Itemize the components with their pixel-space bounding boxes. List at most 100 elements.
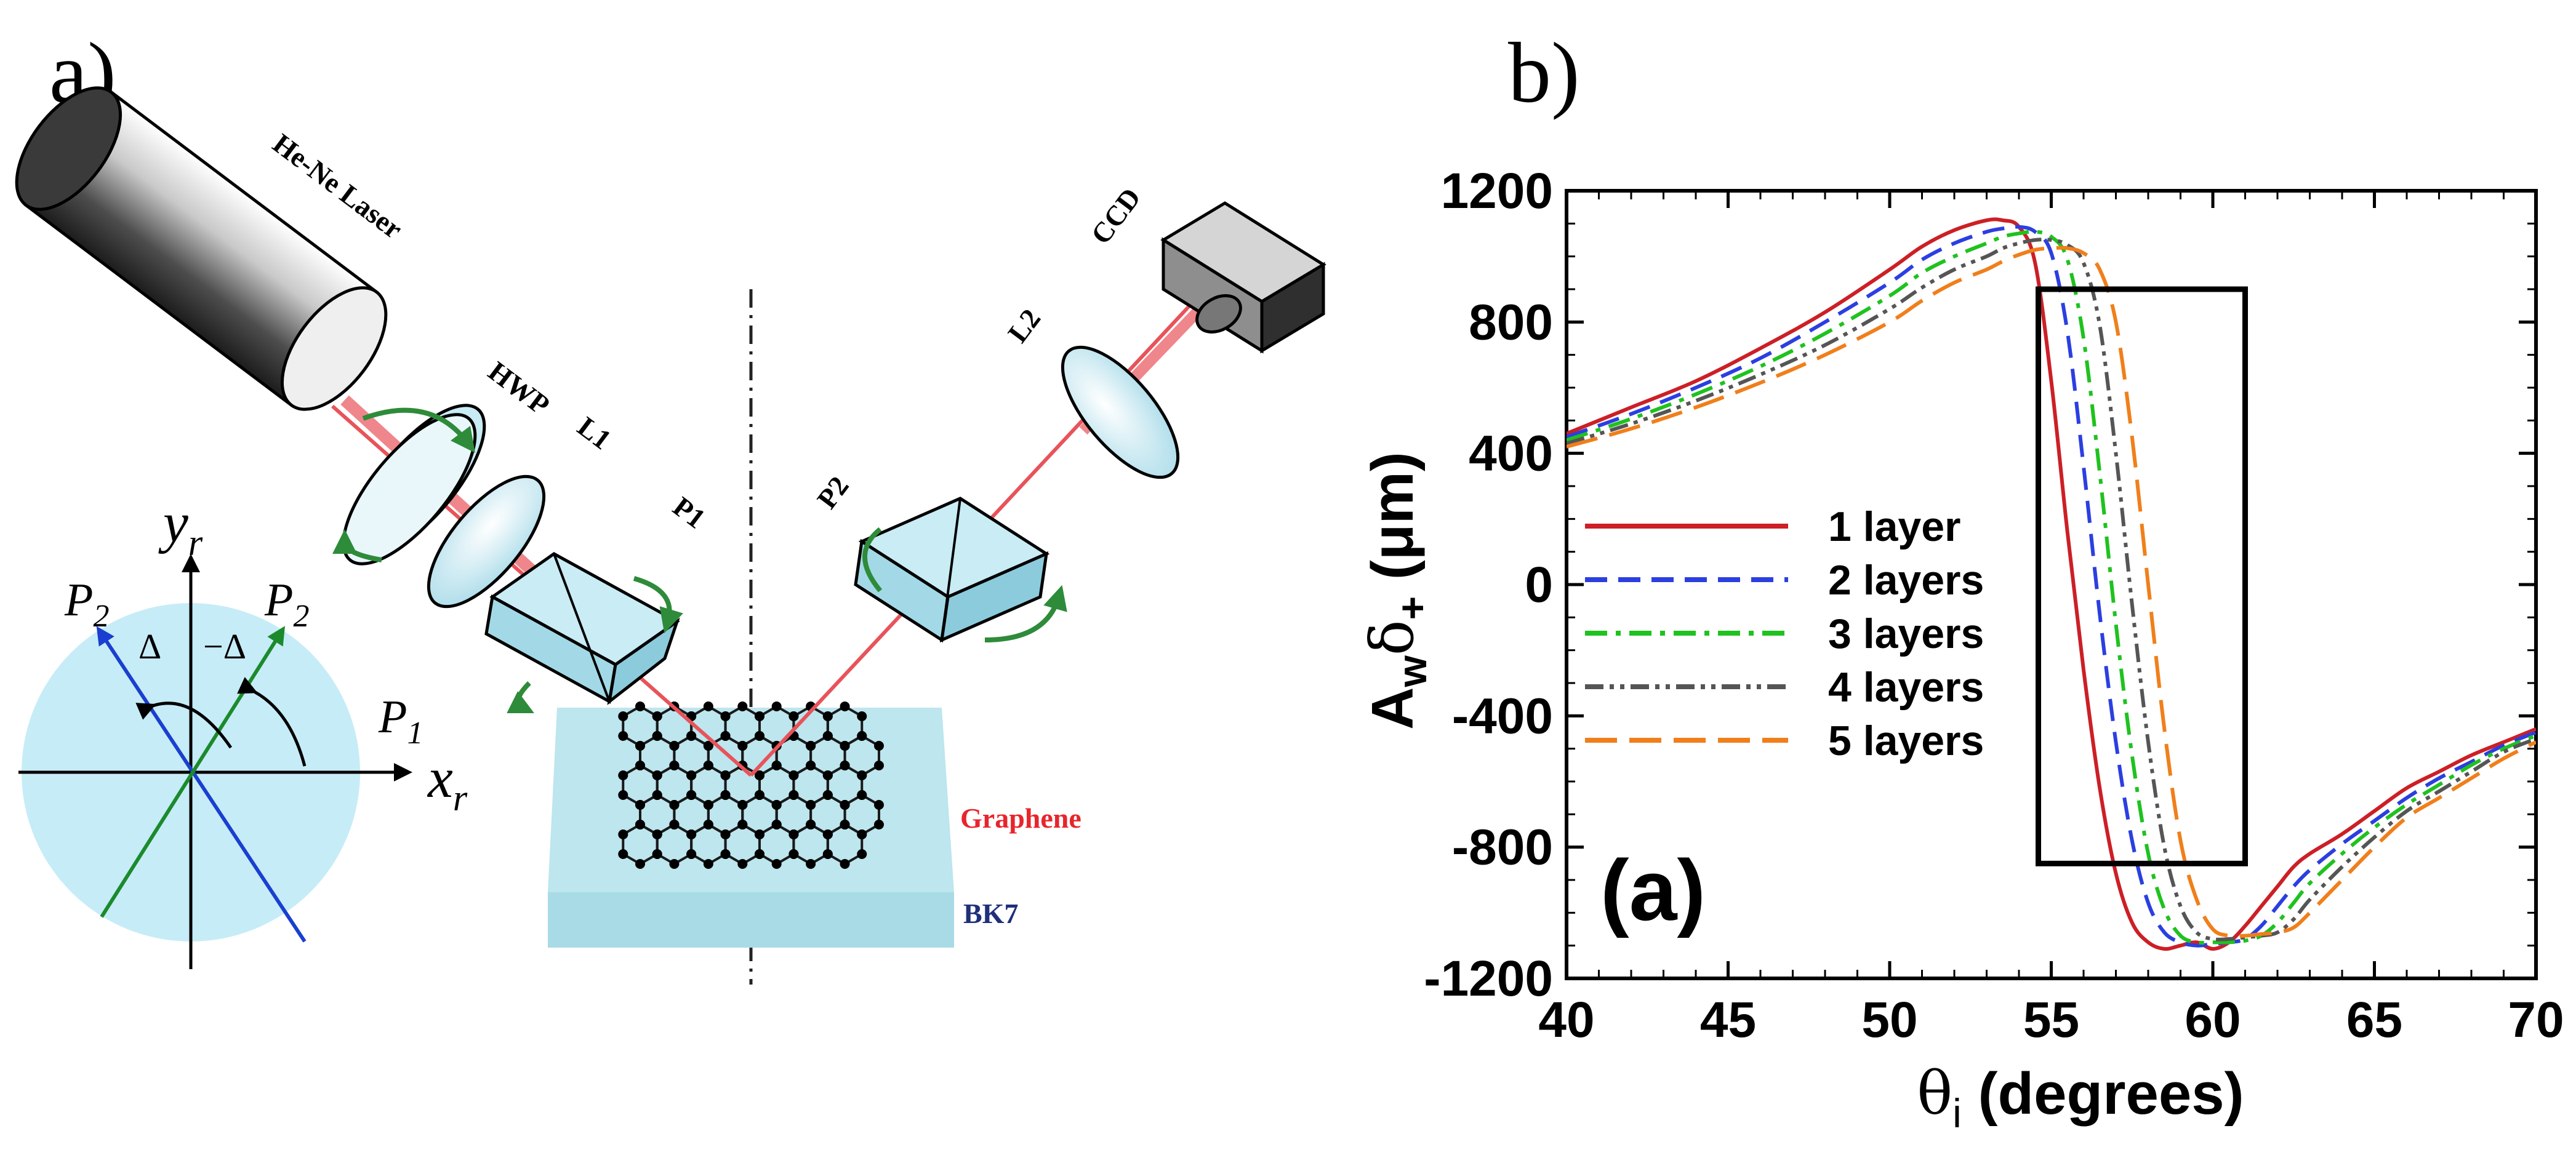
lattice-atom <box>822 829 833 839</box>
lattice-atom <box>618 849 628 859</box>
lattice-atom <box>771 761 782 770</box>
lattice-atom <box>686 849 697 859</box>
x-tick-label: 65 <box>2346 992 2402 1048</box>
lattice-atom <box>652 770 662 780</box>
p2-left-axis <box>96 626 307 943</box>
lattice-atom <box>618 829 628 839</box>
legend-label-2: 2 layers <box>1828 557 1984 604</box>
lattice-atom <box>788 711 799 721</box>
lattice-atom <box>618 731 628 741</box>
lattice-atom <box>771 859 782 869</box>
lattice-atom <box>720 731 731 741</box>
x-tick-label: 40 <box>1538 992 1594 1048</box>
lattice-atom <box>703 761 713 770</box>
polarizer-p2 <box>854 497 1067 643</box>
x-tick-label: 70 <box>2508 992 2564 1048</box>
lattice-atom <box>857 829 867 839</box>
inset-minus-delta-label: −Δ <box>203 626 246 666</box>
polarizer-p1 <box>484 552 683 713</box>
lattice-atom <box>840 859 850 869</box>
inset-p2-left-label: P2 <box>64 574 109 634</box>
lattice-atom <box>703 859 713 869</box>
lattice-atom <box>771 820 782 829</box>
hwp-plate <box>332 404 486 566</box>
lattice-atom <box>788 770 799 780</box>
lattice-atom <box>720 770 731 780</box>
p2-label: P2 <box>811 471 854 515</box>
panel-a: a) He-Ne Laser <box>15 25 1326 985</box>
x-axis-title: θi (degrees) <box>1917 1059 2244 1136</box>
minus-delta-arc <box>237 677 307 767</box>
lattice-atom <box>618 770 628 780</box>
y-axis-title: Awδ+ (μm) <box>1358 452 1435 730</box>
lattice-atom <box>703 701 713 711</box>
lattice-atom <box>669 741 680 751</box>
lattice-atom <box>635 761 645 770</box>
lattice-atom <box>857 849 867 859</box>
lattice-atom <box>857 770 867 780</box>
legend-label-5: 5 layers <box>1828 717 1984 764</box>
x-tick-label: 60 <box>2185 992 2241 1048</box>
ccd-camera <box>1160 201 1326 354</box>
lattice-atom <box>669 761 680 770</box>
series-line-5 <box>1567 246 2536 938</box>
x-tick-label: 45 <box>1700 992 1756 1048</box>
legend-label-1: 1 layer <box>1828 503 1961 550</box>
lattice-atom <box>788 849 799 859</box>
panel-b-label: b) <box>1508 25 1580 121</box>
lattice-atom <box>873 800 884 810</box>
lattice-atom <box>788 829 799 839</box>
lattice-atom <box>737 701 748 711</box>
lattice-atom <box>635 741 645 751</box>
lattice-atom <box>652 790 662 800</box>
lattice-atom <box>703 820 713 829</box>
lattice-atom <box>822 790 833 800</box>
lattice-atom <box>686 790 697 800</box>
lattice-atom <box>737 820 748 829</box>
lattice-atom <box>686 770 697 780</box>
bk7-substrate <box>548 708 954 948</box>
plot-annotation: (a) <box>1600 842 1706 938</box>
lattice-atom <box>635 820 645 829</box>
legend-label-3: 3 layers <box>1828 610 1984 657</box>
graphene-lattice <box>618 701 884 869</box>
lattice-atom <box>822 849 833 859</box>
series-line-1 <box>1567 217 2536 951</box>
lattice-atom <box>652 711 662 721</box>
y-tick-label: -400 <box>1452 688 1553 744</box>
lattice-atom <box>840 741 850 751</box>
lattice-atom <box>857 711 867 721</box>
lens-l1 <box>427 474 546 609</box>
lattice-atom <box>840 820 850 829</box>
l1-label: L1 <box>572 410 617 455</box>
lattice-atom <box>822 770 833 780</box>
lattice-atom <box>873 741 884 751</box>
lattice-atom <box>737 741 748 751</box>
plot-frame <box>1565 189 2538 980</box>
lattice-atom <box>703 800 713 810</box>
lattice-atom <box>652 829 662 839</box>
lattice-atom <box>720 829 731 839</box>
x-tick-label: 50 <box>1861 992 1917 1048</box>
polarization-inset: yr xr P2 P2 P1 Δ −Δ <box>18 491 468 969</box>
y-tick-label: -800 <box>1452 820 1553 876</box>
lattice-atom <box>635 701 645 711</box>
lattice-atom <box>618 711 628 721</box>
lattice-atom <box>635 800 645 810</box>
lattice-atom <box>873 761 884 770</box>
lattice-atom <box>857 731 867 741</box>
lattice-atom <box>857 790 867 800</box>
lens-l2 <box>1061 345 1180 479</box>
series-line-2 <box>1567 225 2536 948</box>
lattice-atom <box>703 741 713 751</box>
lattice-atom <box>788 790 799 800</box>
lattice-atom <box>806 820 816 829</box>
lattice-atom <box>686 829 697 839</box>
p1-label: P1 <box>667 490 712 534</box>
lattice-atom <box>840 761 850 770</box>
inset-x-label: xr <box>427 746 468 818</box>
l2-label: L2 <box>1001 303 1046 348</box>
series-group <box>1567 217 2536 951</box>
